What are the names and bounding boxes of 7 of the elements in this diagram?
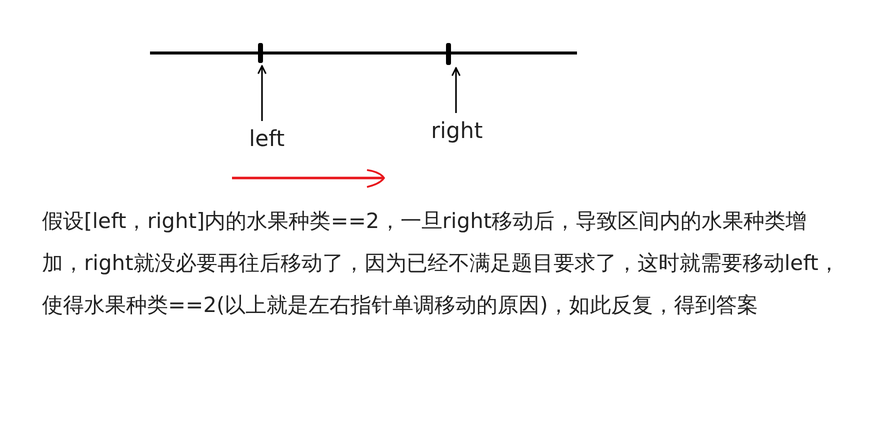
tick-mark xyxy=(258,43,263,63)
explanation-text: 假设[left，right]内的水果种类==2，一旦right移动后，导致区间内的水果种类增加，right就没必要再往后移动了，因为已经不满足题目要求了，这时就需要移动left，使得水果种类==2(以上就是左右指针单调移动的原因)，如此反复，得到答案 xyxy=(42,208,840,319)
arrow xyxy=(257,65,267,121)
arrow xyxy=(451,67,461,113)
pointer-label: right xyxy=(431,119,483,145)
pointer-label: left xyxy=(249,127,285,153)
tick-mark xyxy=(446,43,451,65)
